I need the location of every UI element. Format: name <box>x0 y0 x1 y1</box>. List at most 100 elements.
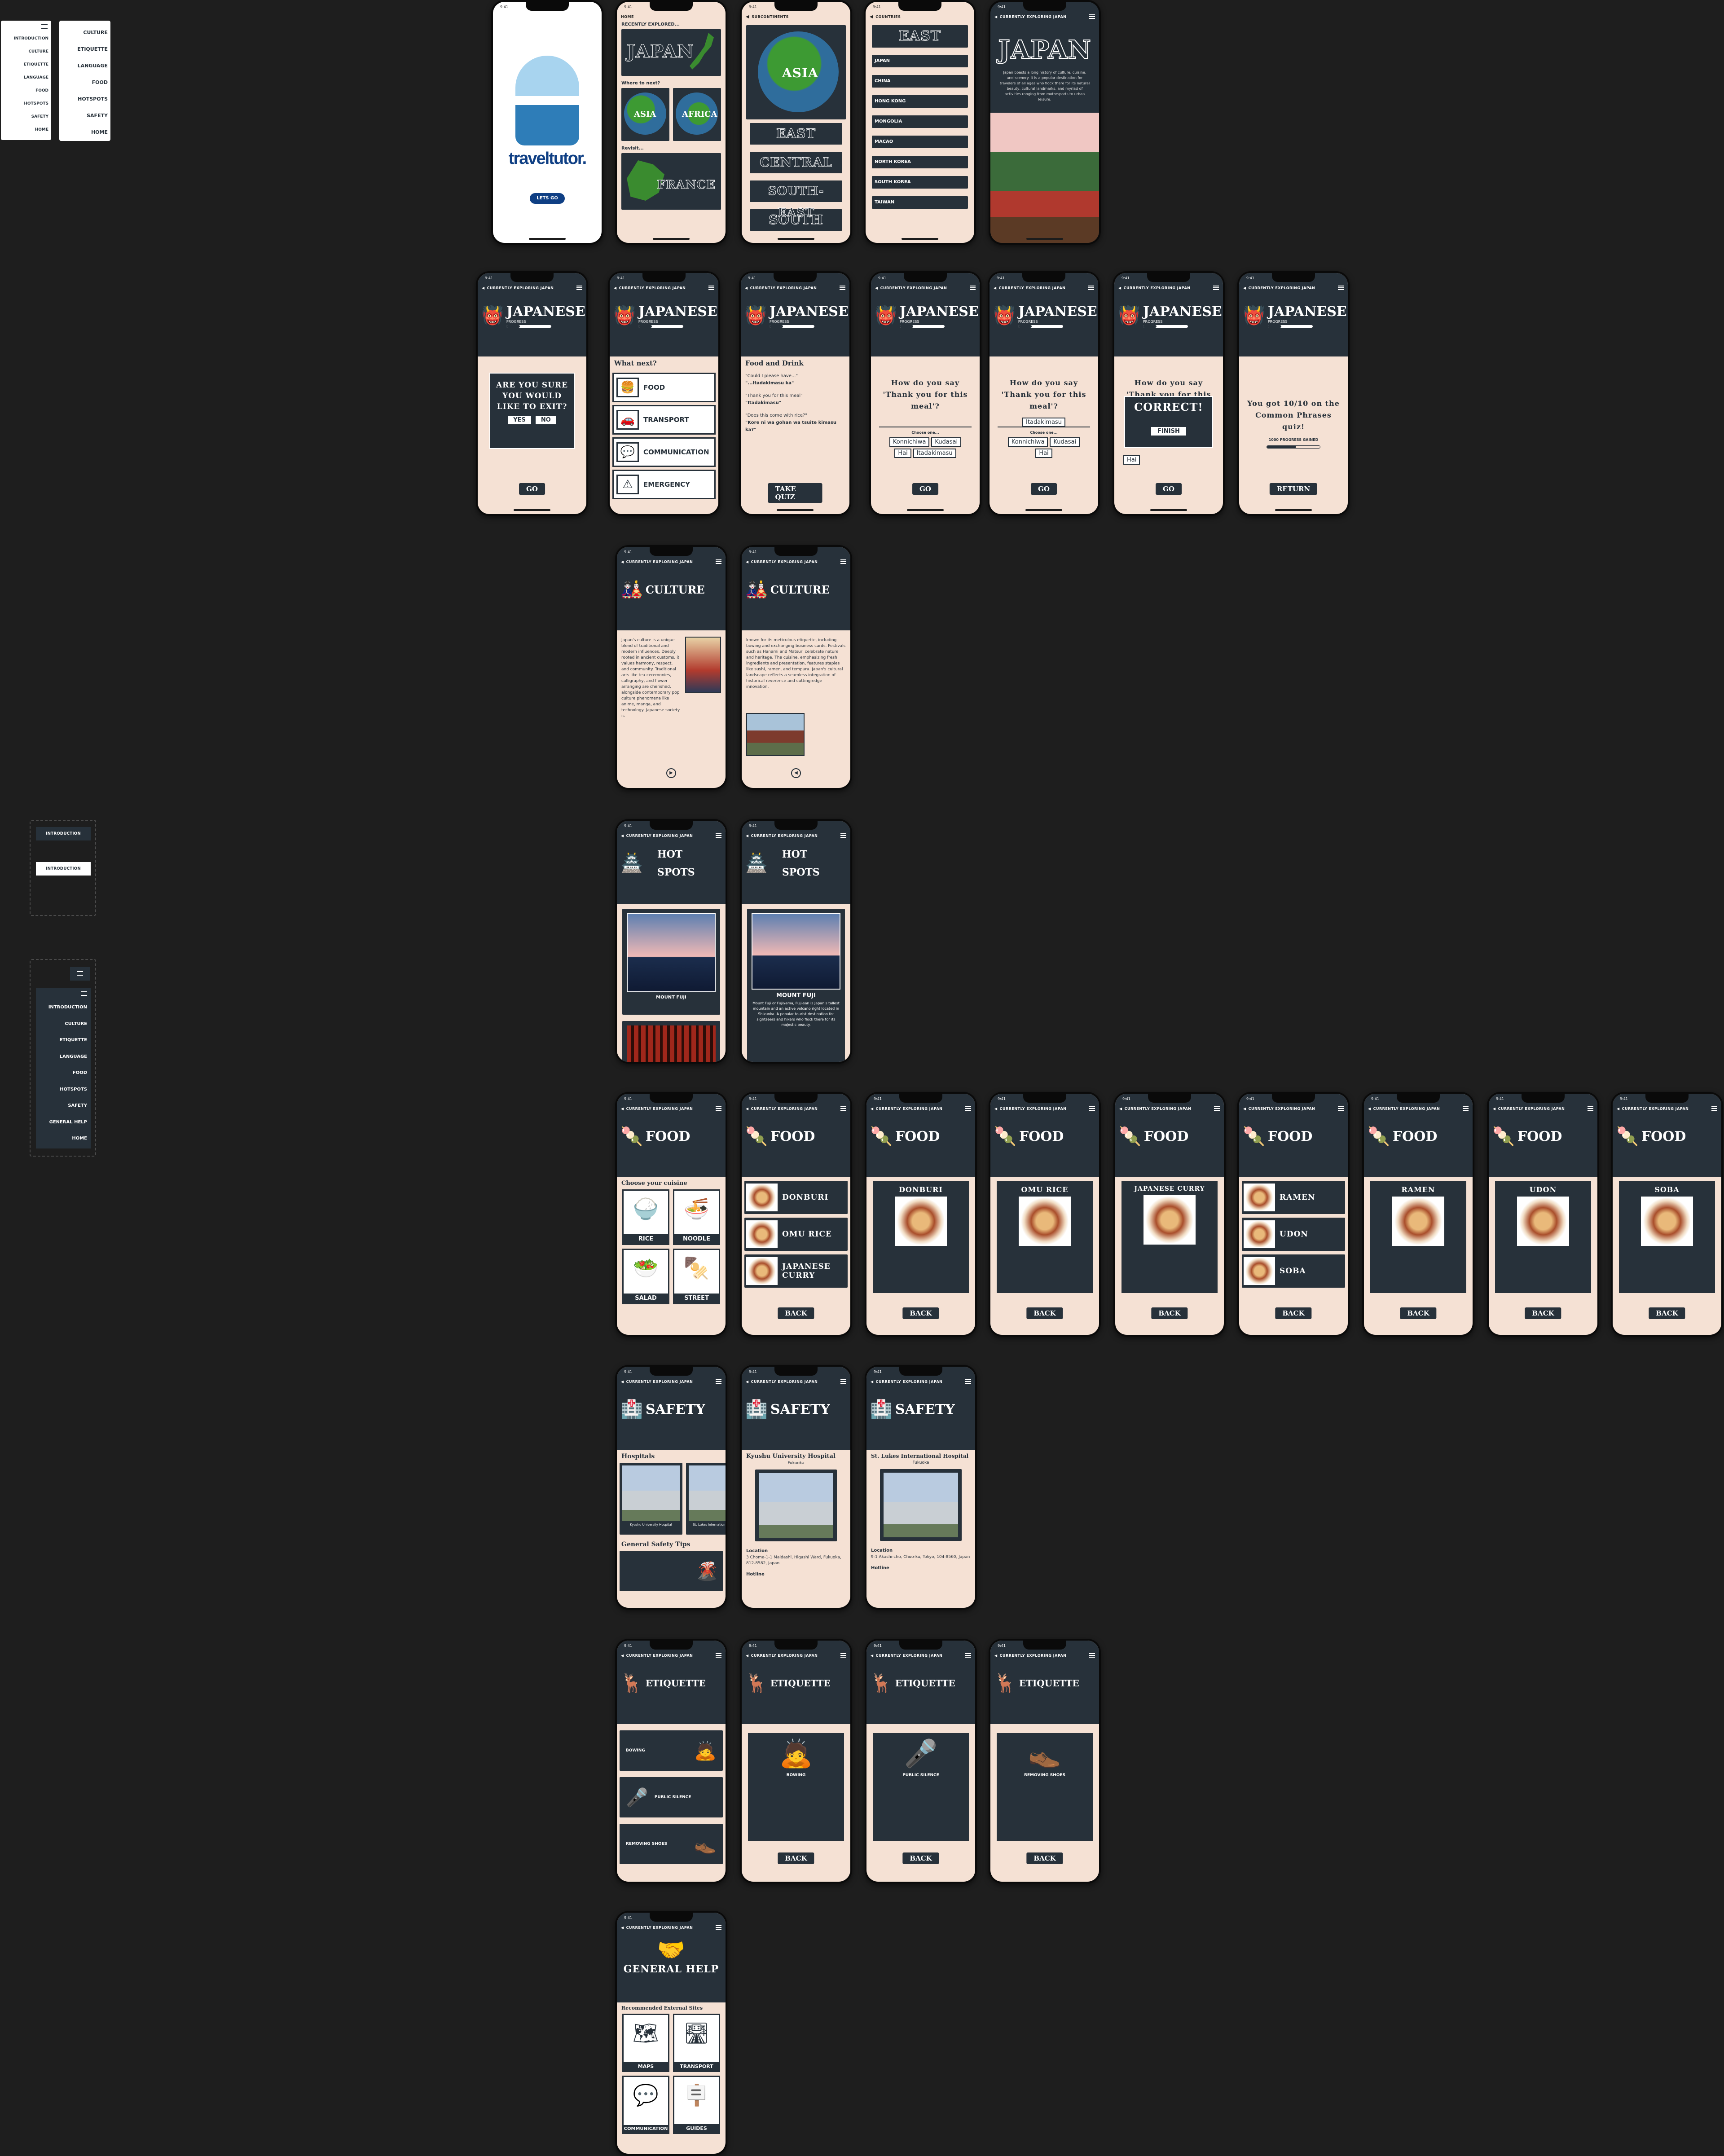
site-transport[interactable]: 🛣TRANSPORT <box>673 2014 720 2072</box>
etiquette-item[interactable]: BOWING🙇 <box>620 1730 723 1771</box>
hamburger-icon[interactable] <box>716 1106 721 1111</box>
menu-item[interactable]: INTRODUCTION <box>13 36 48 41</box>
back-icon[interactable]: ◀ <box>745 286 748 290</box>
menu-item[interactable]: FOOD <box>35 88 48 93</box>
choice-chip[interactable]: Kudasai <box>1050 437 1080 447</box>
cat-salad[interactable]: 🥗SALAD <box>622 1249 669 1304</box>
back-icon[interactable]: ◀ <box>994 14 998 19</box>
tip-card[interactable]: 🌋 <box>620 1551 723 1591</box>
hamburger-icon[interactable] <box>840 1653 846 1658</box>
etiquette-item[interactable]: REMOVING SHOES👞 <box>620 1824 723 1864</box>
intro-button-active[interactable]: INTRODUCTION <box>36 862 91 876</box>
menu-item[interactable]: LANGUAGE <box>77 63 108 69</box>
hamburger-icon[interactable] <box>965 1653 971 1658</box>
back-icon[interactable]: ◀ <box>870 14 874 19</box>
lets-go-button[interactable]: LETS GO <box>530 193 565 204</box>
topic-emergency[interactable]: ⚠EMERGENCY <box>612 470 716 499</box>
menu-item[interactable]: CULTURE <box>65 1021 87 1026</box>
hamburger-icon[interactable] <box>1214 1106 1220 1111</box>
menu-item[interactable]: HOTSPOTS <box>24 101 48 106</box>
back-button[interactable]: BACK <box>1151 1307 1188 1319</box>
country-button[interactable]: SOUTH KOREA <box>872 176 968 189</box>
hamburger-icon[interactable] <box>1338 286 1344 290</box>
country-button[interactable]: CHINA <box>872 75 968 88</box>
menu-item[interactable]: SAFETY <box>31 114 48 119</box>
hamburger-icon[interactable] <box>708 286 714 290</box>
back-icon[interactable]: ◀ <box>871 1379 874 1384</box>
hamburger-icon[interactable] <box>41 24 48 29</box>
country-button[interactable]: HONG KONG <box>872 95 968 108</box>
back-icon[interactable]: ◀ <box>875 286 878 290</box>
menu-item[interactable]: LANGUAGE <box>23 75 48 80</box>
back-icon[interactable]: ◀ <box>994 286 997 290</box>
site-guides[interactable]: 🪧GUIDES <box>673 2076 720 2134</box>
back-icon[interactable]: ◀ <box>1493 1106 1496 1111</box>
back-button[interactable]: BACK <box>1525 1307 1561 1319</box>
back-icon[interactable]: ◀ <box>871 1106 874 1111</box>
menu-item[interactable]: HOME <box>72 1136 87 1141</box>
hamburger-icon[interactable] <box>716 833 721 838</box>
back-icon[interactable]: ◀ <box>1119 1106 1122 1111</box>
torii-card[interactable] <box>622 1021 720 1062</box>
back-icon[interactable]: ◀ <box>621 1653 624 1658</box>
back-icon[interactable]: ◀ <box>994 1653 998 1658</box>
cat-street[interactable]: 🍢STREET <box>673 1249 720 1304</box>
dish-row[interactable]: SOBA <box>1242 1254 1345 1288</box>
take-quiz-button[interactable]: TAKE QUIZ <box>768 483 822 503</box>
hamburger-icon[interactable] <box>576 286 582 290</box>
region-button[interactable]: SOUTH-EAST <box>750 180 842 220</box>
back-icon[interactable]: ◀ <box>746 559 749 564</box>
country-button[interactable]: TAIWAN <box>872 196 968 209</box>
intro-button-default[interactable]: INTRODUCTION <box>36 827 91 840</box>
menu-item[interactable]: HOME <box>91 129 108 135</box>
dish-row[interactable]: DONBURI <box>744 1181 848 1214</box>
dish-row[interactable]: UDON <box>1242 1218 1345 1251</box>
choice-chip[interactable]: Kudasai <box>931 437 962 447</box>
back-button[interactable]: BACK <box>1275 1307 1312 1319</box>
menu-item[interactable]: FOOD <box>72 1070 87 1075</box>
back-icon[interactable]: ◀ <box>621 1106 624 1111</box>
country-button[interactable]: JAPAN <box>872 55 968 67</box>
hamburger-icon[interactable] <box>1088 286 1094 290</box>
topic-transport[interactable]: 🚗TRANSPORT <box>612 405 716 435</box>
hamburger-icon[interactable] <box>1463 1106 1469 1111</box>
hospital-card[interactable]: St. Lukes International Hospital <box>686 1463 726 1535</box>
choice-chip[interactable]: Konnichiwa <box>1007 437 1048 447</box>
menu-item[interactable]: ETIQUETTE <box>59 1038 87 1043</box>
next-page-icon[interactable]: ▶ <box>666 768 676 778</box>
hamburger-icon[interactable] <box>1213 286 1219 290</box>
cat-rice[interactable]: 🍚RICE <box>622 1189 669 1245</box>
hamburger-icon[interactable] <box>970 286 976 290</box>
hamburger-icon[interactable] <box>1588 1106 1593 1111</box>
go-button[interactable]: GO <box>912 483 938 495</box>
hamburger-icon[interactable] <box>716 1925 721 1930</box>
back-icon[interactable]: ◀ <box>1118 286 1121 290</box>
dish-row[interactable]: OMU RICE <box>744 1218 848 1251</box>
dish-row[interactable]: JAPANESE CURRY <box>744 1254 848 1288</box>
country-button[interactable]: NORTH KOREA <box>872 156 968 168</box>
menu-item[interactable]: SAFETY <box>68 1103 87 1108</box>
hamburger-icon[interactable] <box>840 1106 846 1111</box>
japan-recent-card[interactable]: JAPAN <box>621 29 721 76</box>
africa-card[interactable]: AFRICA <box>673 88 721 141</box>
hamburger-icon[interactable] <box>965 1106 971 1111</box>
hamburger-button[interactable] <box>70 967 90 981</box>
asia-card[interactable]: ASIA <box>621 88 669 141</box>
menu-item[interactable]: HOTSPOTS <box>78 96 108 102</box>
menu-item[interactable]: FOOD <box>92 79 108 85</box>
region-button[interactable]: EAST <box>750 123 842 145</box>
cat-noodle[interactable]: 🍜NOODLE <box>673 1189 720 1245</box>
country-button[interactable]: MONGOLIA <box>872 115 968 128</box>
region-button[interactable]: CENTRAL <box>750 152 842 173</box>
back-icon[interactable]: ◀ <box>621 833 624 838</box>
back-button[interactable]: BACK <box>1649 1307 1685 1319</box>
menu-item[interactable]: CULTURE <box>28 49 48 54</box>
menu-item[interactable]: GENERAL HELP <box>49 1119 87 1125</box>
hamburger-icon[interactable] <box>1711 1106 1717 1111</box>
choice-chip[interactable]: Hai <box>894 449 911 458</box>
hamburger-icon[interactable] <box>965 1379 971 1384</box>
menu-item[interactable]: HOME <box>35 128 48 132</box>
fuji-card[interactable]: MOUNT FUJI <box>622 909 720 1015</box>
yes-button[interactable]: YES <box>508 416 531 424</box>
go-button[interactable]: GO <box>519 483 545 495</box>
